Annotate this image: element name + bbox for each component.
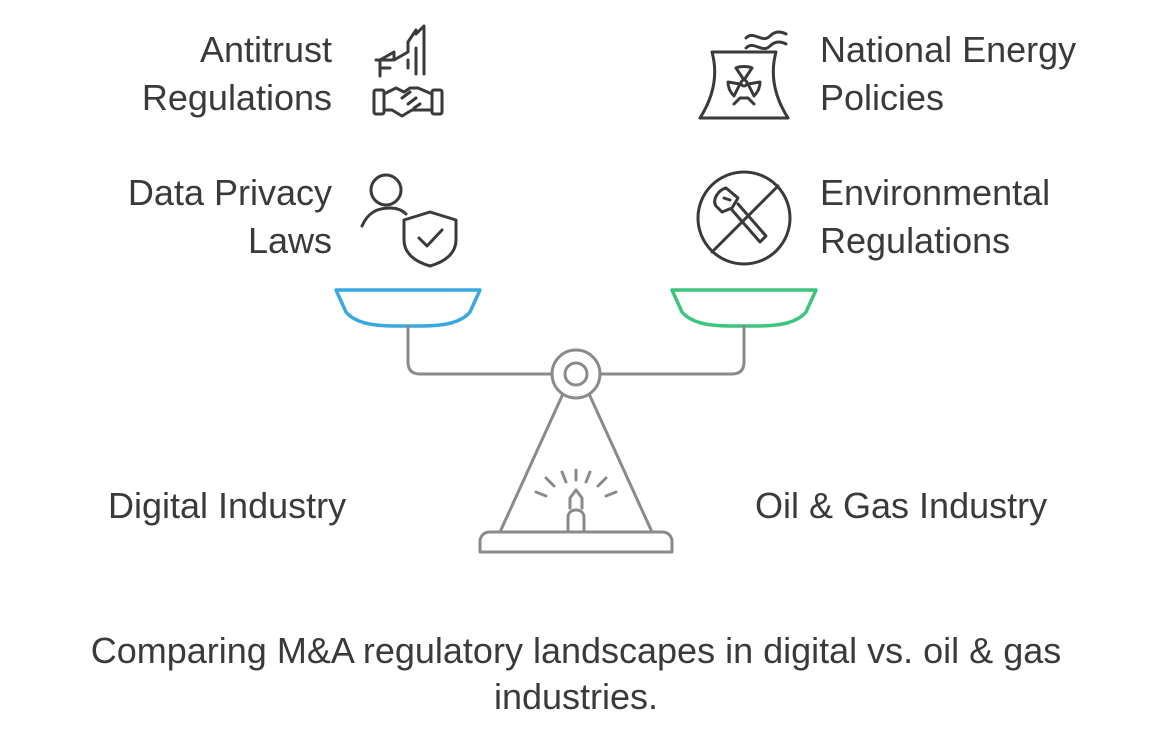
no-deforestation-icon (696, 170, 792, 266)
caption: Comparing M&A regulatory landscapes in d… (0, 628, 1152, 720)
label-line: Regulations (820, 220, 1011, 261)
industry-left-label: Digital Industry (108, 485, 347, 526)
label-line: Policies (820, 77, 945, 118)
handshake-factory-icon (372, 24, 444, 118)
industry-right-label: Oil & Gas Industry (755, 485, 1048, 526)
caption-line: Comparing M&A regulatory landscapes in d… (90, 630, 1062, 671)
caption-line: industries. (493, 676, 659, 717)
balance-indicator (568, 488, 584, 510)
nuclear-plant-icon (698, 30, 790, 120)
pivot-outer (550, 348, 602, 400)
balance-indicator (566, 508, 586, 534)
label-line: Antitrust (199, 29, 332, 70)
pivot-inner (563, 361, 589, 387)
label-national-energy-policies: National Energy Policies (820, 26, 1076, 122)
label-antitrust-regulations: Antitrust Regulations (142, 26, 332, 122)
label-environmental-regulations: Environmental Regulations (820, 169, 1050, 265)
label-line: Environmental (820, 172, 1051, 213)
left-pan (334, 288, 482, 328)
scale-beam (598, 324, 746, 376)
label-line: Laws (247, 220, 332, 261)
scale-beam (406, 324, 554, 376)
scale-base (478, 530, 674, 554)
label-line: National Energy (820, 29, 1077, 70)
label-data-privacy-laws: Data Privacy Laws (128, 169, 332, 265)
scale-stand (498, 394, 654, 534)
indicator-rays (534, 468, 618, 498)
label-line: Data Privacy (127, 172, 332, 213)
user-shield-icon (360, 173, 458, 268)
right-pan (670, 288, 818, 328)
label-line: Regulations (141, 77, 332, 118)
